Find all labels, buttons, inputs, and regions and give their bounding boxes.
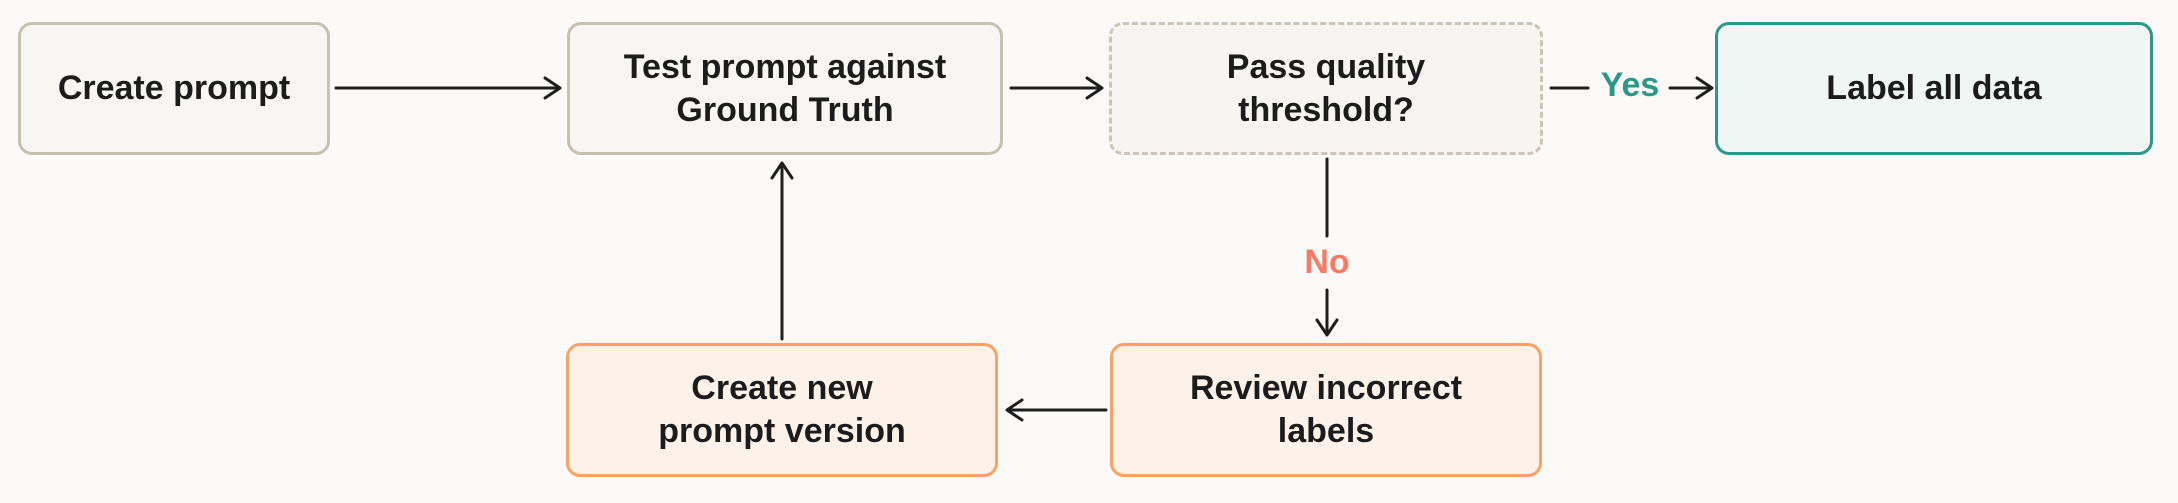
node-label-all-data: Label all data <box>1715 22 2153 155</box>
edge-label-no: No <box>1304 243 1350 281</box>
node-create-new-prompt-label-line2: prompt version <box>658 412 906 450</box>
node-test-prompt: Test prompt against Ground Truth <box>567 22 1003 155</box>
arrow-yes-right-to-label-icon <box>1668 76 1714 100</box>
arrow-right-create-to-test-icon <box>334 76 562 100</box>
node-create-new-prompt-label-line1: Create new <box>691 369 873 408</box>
node-pass-threshold-label-line1: Pass quality <box>1226 47 1426 86</box>
node-review-incorrect-label-line2: labels <box>1277 412 1375 450</box>
node-test-prompt-label-line2: Ground Truth <box>676 90 894 129</box>
node-pass-threshold-label-line2: threshold? <box>1238 90 1414 129</box>
node-test-prompt-label-line1: Test prompt against <box>623 47 947 86</box>
arrow-no-down-to-review-icon <box>1315 288 1339 337</box>
node-create-prompt-label: Create prompt <box>57 69 291 108</box>
node-pass-quality-threshold: Pass quality threshold? <box>1109 22 1543 155</box>
arrow-left-review-to-create-new-icon <box>1005 398 1108 422</box>
node-create-prompt: Create prompt <box>18 22 330 155</box>
node-label-all-data-label: Label all data <box>1826 69 2042 108</box>
node-create-new-prompt-version: Create new prompt version <box>566 343 998 477</box>
edge-label-yes: Yes <box>1600 66 1660 104</box>
arrow-up-create-new-to-test-icon <box>770 161 794 341</box>
node-review-incorrect-label-line1: Review incorrect <box>1189 369 1463 408</box>
node-review-incorrect-labels: Review incorrect labels <box>1110 343 1542 477</box>
arrow-right-test-to-threshold-icon <box>1009 76 1104 100</box>
